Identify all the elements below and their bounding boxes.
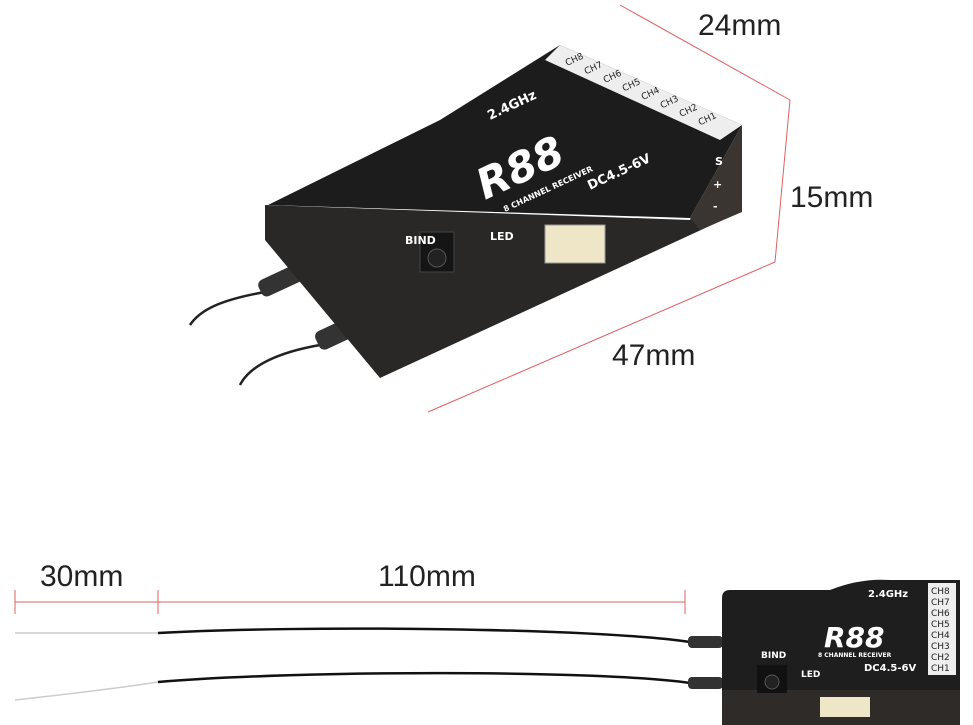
bind-label-bottom: BIND <box>761 651 786 661</box>
antenna-cable-label: 110mm <box>378 560 476 593</box>
bind-button <box>427 248 447 268</box>
pin-plus: + <box>713 178 722 191</box>
servo-connector <box>544 224 606 264</box>
frequency-label-bottom: 2.4GHz <box>868 589 908 600</box>
antenna-cables-bottom <box>14 627 691 701</box>
led-label: LED <box>490 230 514 243</box>
length-label: 47mm <box>612 339 695 372</box>
channel-label: CH2 <box>931 653 950 663</box>
channel-label: CH6 <box>931 609 950 619</box>
channel-label: CH7 <box>931 598 950 608</box>
channel-label: CH1 <box>931 664 950 674</box>
receiver-front <box>722 579 960 725</box>
channel-label: CH3 <box>931 642 950 652</box>
channel-label: CH4 <box>931 631 950 641</box>
subtitle-label-bottom: 8 CHANNEL RECEIVER <box>818 652 892 659</box>
led-label-bottom: LED <box>801 670 820 680</box>
voltage-label-bottom: DC4.5-6V <box>864 663 916 674</box>
pin-s: S <box>715 155 723 168</box>
antenna-tip-label: 30mm <box>40 560 123 593</box>
antenna-cables <box>188 290 321 386</box>
receiver-3d <box>265 45 742 378</box>
pin-minus: - <box>713 200 718 213</box>
bind-label: BIND <box>405 234 436 247</box>
width-label: 24mm <box>698 9 781 42</box>
channel-label: CH5 <box>931 620 950 630</box>
model-logo-bottom: R88 <box>824 621 885 654</box>
channel-label: CH8 <box>931 587 950 597</box>
height-label: 15mm <box>790 181 873 214</box>
dimension-lines <box>14 4 791 614</box>
